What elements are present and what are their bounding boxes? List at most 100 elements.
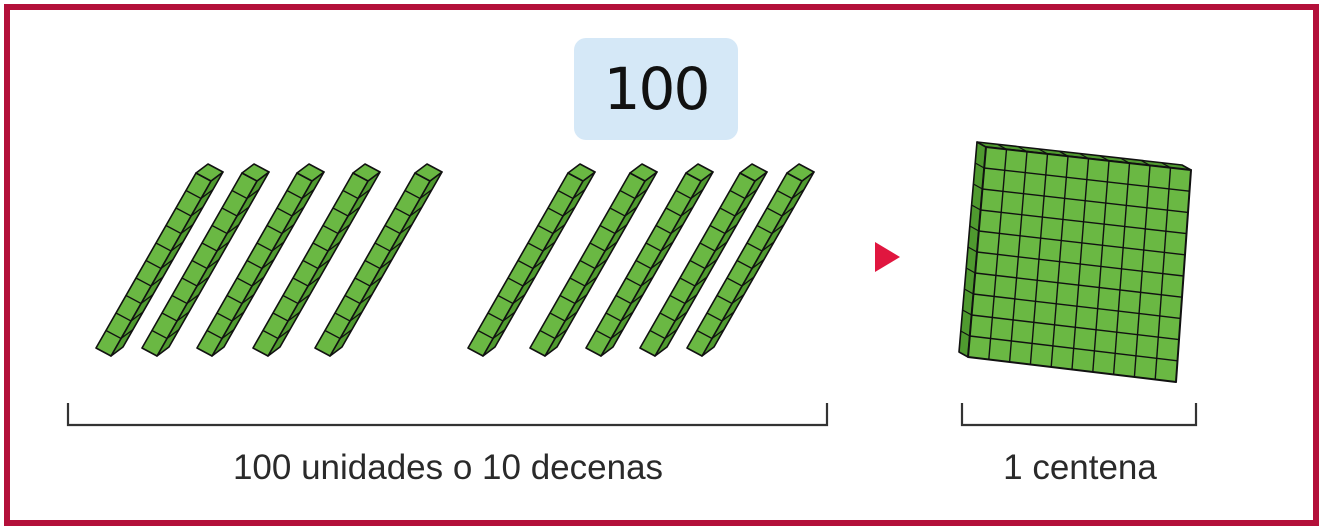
rod-unit-line bbox=[226, 293, 255, 305]
rod-unit-line bbox=[322, 223, 351, 235]
flat-grid-line bbox=[984, 167, 1190, 192]
flat-grid-line bbox=[975, 272, 1183, 298]
rod-unit-line bbox=[559, 293, 588, 305]
rod-unit-line bbox=[374, 241, 403, 252]
ten-rod bbox=[639, 163, 768, 357]
rod-unit-line bbox=[105, 328, 134, 340]
rod-unit-line bbox=[619, 188, 648, 200]
rod-unit-line bbox=[216, 311, 245, 322]
flat-grid-line bbox=[971, 314, 1180, 341]
rod-unit-line bbox=[659, 311, 688, 322]
rod-unit-line bbox=[716, 293, 745, 305]
rod-unit-line bbox=[537, 223, 566, 235]
rod-unit-line bbox=[719, 206, 748, 217]
rod-unit-line bbox=[669, 293, 698, 305]
flat-edge-tick bbox=[1017, 146, 1028, 153]
ten-rod bbox=[141, 163, 270, 357]
rod-unit-line bbox=[736, 258, 765, 270]
rod-unit-line bbox=[221, 206, 250, 217]
hundred-flat-label: 1 centena bbox=[1003, 448, 1157, 487]
rod-unit-line bbox=[191, 258, 220, 270]
ten-rod bbox=[314, 163, 443, 357]
flat-edge-tick bbox=[973, 183, 983, 190]
rod-unit-line bbox=[477, 328, 506, 340]
rod-unit-line bbox=[185, 188, 214, 200]
rod-unit-line bbox=[115, 311, 144, 322]
rod-unit-line bbox=[282, 293, 311, 305]
rod-unit-line bbox=[175, 206, 204, 217]
flat-grid-line bbox=[969, 335, 1178, 362]
rod-unit-line bbox=[145, 258, 174, 270]
rod-unit-line bbox=[595, 328, 624, 340]
number-badge: 100 bbox=[574, 38, 738, 140]
rod-unit-line bbox=[589, 241, 618, 252]
rod-unit-line bbox=[609, 206, 638, 217]
hundred-flat-bracket bbox=[960, 403, 1198, 427]
rod-unit-line bbox=[527, 241, 556, 252]
rod-unit-line bbox=[236, 276, 265, 287]
flat-edge-tick bbox=[971, 204, 981, 211]
rod-unit-line bbox=[364, 258, 393, 270]
rod-unit-line bbox=[579, 258, 608, 270]
flat-grid-line bbox=[982, 188, 1189, 214]
rod-top-face bbox=[241, 163, 270, 182]
rod-unit-line bbox=[517, 258, 546, 270]
rod-unit-line bbox=[161, 311, 190, 322]
rod-unit-line bbox=[324, 328, 353, 340]
diagram-frame bbox=[4, 4, 1319, 526]
tens-group-bracket bbox=[66, 403, 829, 427]
triangle-right-icon bbox=[875, 242, 900, 272]
rod-unit-line bbox=[776, 188, 805, 200]
rod-unit-line bbox=[286, 188, 315, 200]
rod-top-face bbox=[685, 163, 714, 182]
rod-unit-line bbox=[201, 241, 230, 252]
rod-top-face bbox=[739, 163, 768, 182]
flat-edge-tick bbox=[1120, 157, 1130, 164]
flat-edge-tick bbox=[1161, 162, 1171, 169]
ten-rod bbox=[529, 163, 658, 357]
rod-unit-line bbox=[547, 206, 576, 217]
rod-unit-line bbox=[394, 206, 423, 217]
flat-edge-tick bbox=[969, 225, 980, 232]
rod-unit-line bbox=[706, 311, 735, 322]
brackets-group bbox=[66, 403, 1198, 427]
flat-edge-tick bbox=[997, 143, 1007, 150]
ten-rod bbox=[686, 163, 815, 357]
flat-edge-tick bbox=[967, 246, 978, 253]
rod-unit-line bbox=[766, 206, 795, 217]
rod-unit-line bbox=[165, 223, 194, 235]
rod-unit-line bbox=[404, 188, 433, 200]
rod-unit-line bbox=[266, 223, 295, 235]
rod-top-face bbox=[414, 163, 443, 182]
rod-unit-line bbox=[549, 311, 578, 322]
tens-group-label: 100 unidades o 10 decenas bbox=[232, 448, 664, 487]
flat-edge-tick bbox=[1058, 150, 1069, 157]
rod-unit-line bbox=[689, 258, 718, 270]
rod-unit-line bbox=[746, 241, 775, 252]
flat-edge-tick bbox=[964, 288, 974, 295]
rod-unit-line bbox=[709, 223, 738, 235]
flat-edge-tick bbox=[974, 162, 985, 169]
ten-rod bbox=[196, 163, 325, 357]
rod-unit-line bbox=[151, 328, 180, 340]
rod-unit-line bbox=[539, 328, 568, 340]
rod-unit-line bbox=[354, 276, 383, 287]
rod-unit-line bbox=[665, 206, 694, 217]
flat-edge-tick bbox=[1140, 159, 1151, 166]
rod-unit-line bbox=[276, 206, 305, 217]
rod-unit-line bbox=[256, 241, 285, 252]
rod-unit-line bbox=[155, 241, 184, 252]
rod-unit-line bbox=[302, 258, 331, 270]
flat-grid-line bbox=[978, 230, 1186, 256]
rod-unit-line bbox=[557, 188, 586, 200]
rod-unit-line bbox=[246, 258, 275, 270]
rod-unit-line bbox=[497, 293, 526, 305]
rod-unit-line bbox=[675, 188, 704, 200]
rod-top-face bbox=[352, 163, 381, 182]
flat-edge-tick bbox=[1038, 148, 1048, 155]
rod-unit-line bbox=[645, 241, 674, 252]
rod-unit-line bbox=[696, 328, 725, 340]
rod-unit-line bbox=[625, 276, 654, 287]
